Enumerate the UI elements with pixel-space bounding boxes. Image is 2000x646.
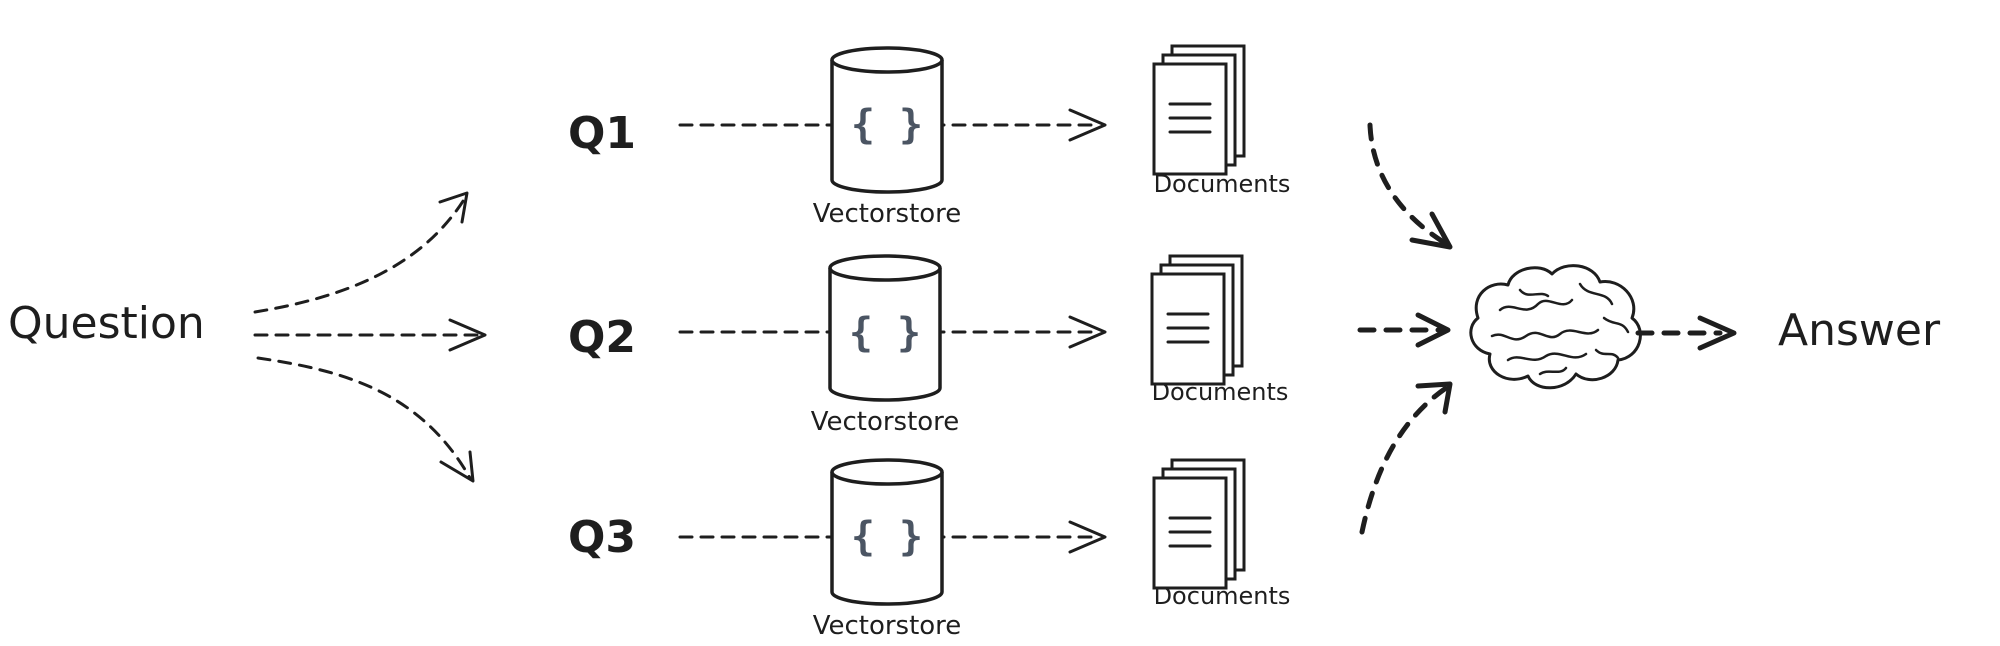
arrow-to-q1 bbox=[253, 196, 467, 314]
query-row-2: Q2 { } Vectorstore Documents bbox=[568, 254, 1289, 437]
brain-to-answer-arrow bbox=[1635, 315, 1737, 351]
arrow-head-brain-2 bbox=[1415, 312, 1451, 348]
vectorstore-3-icon: { } bbox=[830, 458, 944, 606]
vectorstore-1-symbol: { } bbox=[851, 102, 923, 148]
vectorstore-2-label: Vectorstore bbox=[811, 407, 960, 437]
question-label: Question bbox=[8, 298, 205, 349]
vectorstore-2-symbol: { } bbox=[849, 310, 921, 356]
documents-1-label: Documents bbox=[1154, 170, 1291, 198]
arrow-head-docs-1 bbox=[1068, 108, 1107, 142]
fan-in-arrows bbox=[1357, 122, 1453, 535]
documents-1-icon bbox=[1152, 44, 1246, 176]
vectorstore-1-icon: { } bbox=[830, 46, 944, 194]
documents-3-icon bbox=[1152, 458, 1246, 590]
arrow-head-q3 bbox=[439, 450, 475, 483]
arrow-to-q3 bbox=[256, 356, 472, 480]
query-label-q1: Q1 bbox=[568, 108, 636, 159]
query-row-1: Q1 { } Vectorstore Documents bbox=[568, 44, 1291, 229]
vectorstore-3-symbol: { } bbox=[851, 514, 923, 560]
query-label-q3: Q3 bbox=[568, 512, 636, 563]
fan-out-arrows bbox=[253, 191, 487, 483]
arrow-docs3-to-brain bbox=[1359, 385, 1449, 535]
arrow-head-docs-3 bbox=[1068, 520, 1107, 554]
vectorstore-1-label: Vectorstore bbox=[813, 199, 962, 229]
arrow-head-answer bbox=[1697, 315, 1737, 351]
answer-label: Answer bbox=[1778, 305, 1941, 356]
arrow-head-docs-2 bbox=[1068, 315, 1107, 349]
arrow-head-brain-3 bbox=[1415, 381, 1453, 415]
query-row-3: Q3 { } Vectorstore Documents bbox=[568, 458, 1291, 641]
vectorstore-3-label: Vectorstore bbox=[813, 611, 962, 641]
vectorstore-2-icon: { } bbox=[828, 254, 942, 402]
arrow-head-brain-1 bbox=[1409, 211, 1453, 250]
documents-3-label: Documents bbox=[1154, 582, 1291, 610]
arrow-head-q1 bbox=[438, 191, 469, 224]
query-label-q2: Q2 bbox=[568, 312, 636, 363]
documents-2-label: Documents bbox=[1152, 378, 1289, 406]
brain-icon bbox=[1469, 264, 1642, 390]
documents-2-icon bbox=[1150, 254, 1244, 386]
arrow-docs1-to-brain bbox=[1367, 122, 1448, 246]
arrow-head-q2 bbox=[448, 318, 487, 352]
